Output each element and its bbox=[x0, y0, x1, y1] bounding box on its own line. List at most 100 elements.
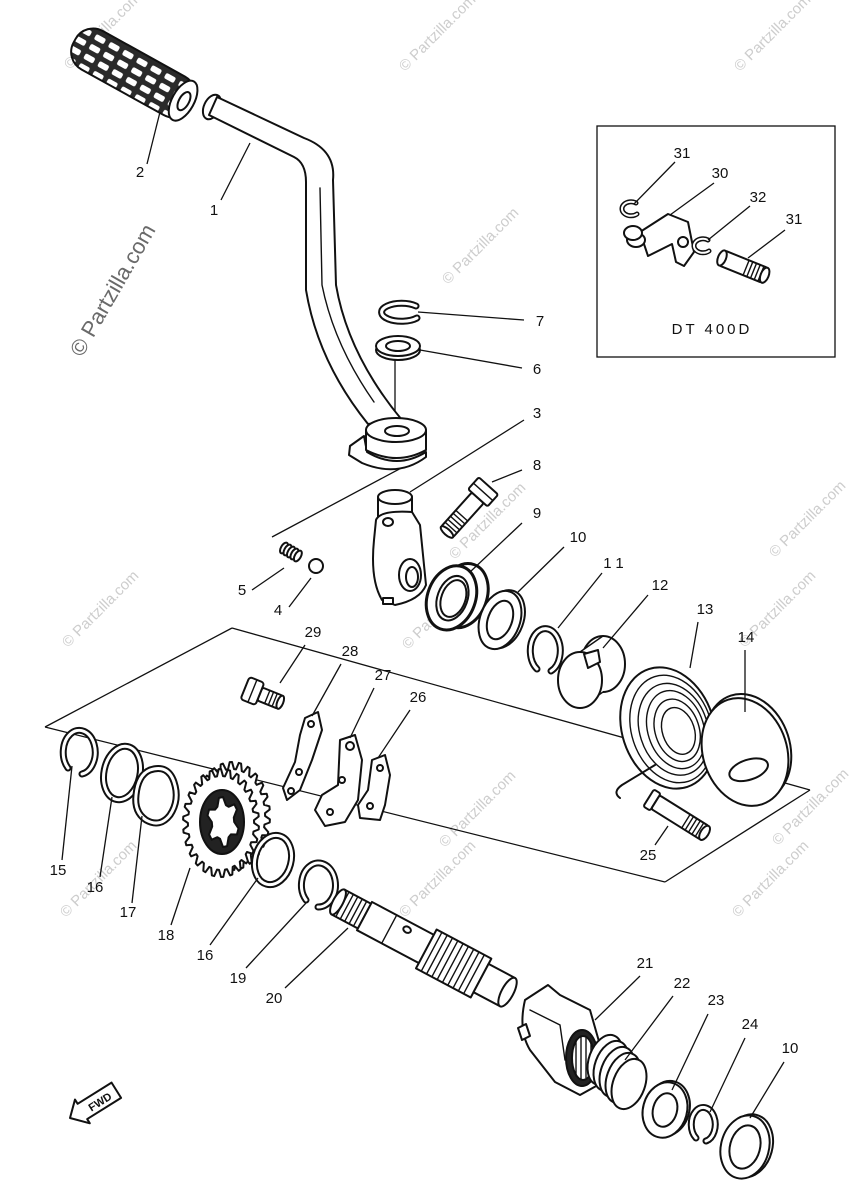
kick-crank bbox=[201, 93, 427, 471]
leader-10 bbox=[517, 546, 565, 593]
callout-9: 9 bbox=[533, 505, 541, 522]
wave-washer-17 bbox=[132, 765, 180, 827]
leader-29 bbox=[279, 644, 306, 684]
watermark: © Partzilla.com bbox=[436, 767, 519, 850]
callout-23: 23 bbox=[708, 992, 725, 1009]
leader-17 bbox=[131, 815, 143, 904]
callout-5: 5 bbox=[238, 582, 246, 599]
leader-7 bbox=[417, 311, 525, 321]
circlip-11 bbox=[526, 625, 564, 675]
leader-15 bbox=[61, 765, 73, 861]
callouts: 2 1 7 6 3 8 9 10 11 12 13 14 5 4 29 28 2… bbox=[50, 164, 799, 1057]
callout-11: 11 bbox=[603, 555, 629, 572]
callout-17: 17 bbox=[120, 904, 137, 921]
watermark: © Partzilla.com bbox=[396, 0, 479, 75]
watermark: © Partzilla.com bbox=[439, 204, 522, 287]
watermark: © Partzilla.com bbox=[59, 567, 142, 650]
ball-4 bbox=[308, 558, 324, 574]
leader-5 bbox=[251, 567, 285, 591]
plate-26 bbox=[357, 754, 391, 821]
callout-4: 4 bbox=[274, 602, 282, 619]
washer-10b bbox=[719, 1113, 775, 1180]
inset-model-label: DT 400D bbox=[672, 321, 753, 338]
watermark: © Partzilla.com bbox=[396, 837, 479, 920]
callout-19: 19 bbox=[230, 970, 247, 987]
callout-27: 27 bbox=[375, 667, 392, 684]
callout-13: 13 bbox=[697, 601, 714, 618]
callout-6: 6 bbox=[533, 361, 541, 378]
leader-10b bbox=[749, 1061, 785, 1119]
pin-25 bbox=[643, 789, 712, 841]
leader-22 bbox=[624, 995, 674, 1061]
spring-hook bbox=[615, 764, 656, 799]
leader-11 bbox=[557, 572, 603, 629]
leader-12 bbox=[602, 594, 649, 649]
inset-callout-31b: 31 bbox=[786, 211, 803, 228]
callout-15: 15 bbox=[50, 862, 67, 879]
leader-18 bbox=[170, 867, 191, 926]
inset-bracket-30 bbox=[623, 213, 695, 267]
washer-23 bbox=[641, 1079, 691, 1139]
inset-circlip-32 bbox=[691, 236, 712, 256]
leader-24 bbox=[709, 1037, 746, 1113]
leader-lines bbox=[61, 111, 785, 1119]
spring-guide-12 bbox=[557, 635, 626, 709]
leader-19 bbox=[245, 902, 307, 969]
leader-28 bbox=[311, 663, 342, 717]
kick-gear-18 bbox=[182, 761, 271, 878]
kick-axle-20 bbox=[329, 888, 518, 1008]
watermark: © Partzilla.com bbox=[729, 837, 812, 920]
kick-axle-3 bbox=[372, 489, 427, 606]
leader-3 bbox=[409, 419, 525, 493]
callout-10b: 10 bbox=[782, 1040, 799, 1057]
leader-16b bbox=[209, 877, 259, 946]
callout-2: 2 bbox=[136, 164, 144, 181]
ring-16b bbox=[250, 831, 296, 889]
inset-leader-32 bbox=[707, 205, 751, 241]
inset-leader-31b bbox=[747, 229, 786, 259]
leader-8 bbox=[491, 469, 523, 483]
grip bbox=[70, 27, 199, 122]
washer-6 bbox=[375, 335, 421, 361]
leader-27 bbox=[349, 687, 375, 739]
inset-dt400d: 31 30 32 31 DT 400D bbox=[596, 125, 836, 358]
inset-callout-31: 31 bbox=[674, 145, 691, 162]
washer-10 bbox=[477, 589, 526, 651]
ratchet-21 bbox=[517, 984, 601, 1096]
callout-1: 1 bbox=[210, 202, 218, 219]
callout-8: 8 bbox=[533, 457, 541, 474]
bolt-29 bbox=[240, 676, 286, 710]
inset-callout-32: 32 bbox=[750, 189, 767, 206]
leader-23 bbox=[671, 1013, 709, 1091]
circlip-24 bbox=[687, 1104, 719, 1145]
inset-leader-31 bbox=[633, 161, 676, 205]
callout-26: 26 bbox=[410, 689, 427, 706]
callout-25: 25 bbox=[640, 847, 657, 864]
callout-24: 24 bbox=[742, 1016, 759, 1033]
circlip-19 bbox=[297, 859, 339, 911]
circlip-7 bbox=[378, 299, 421, 325]
callout-28: 28 bbox=[342, 643, 359, 660]
inset-callout-30: 30 bbox=[712, 165, 729, 182]
callout-14: 14 bbox=[738, 629, 755, 646]
callout-16: 16 bbox=[87, 879, 104, 896]
watermark-large: © Partzilla.com bbox=[65, 220, 161, 361]
leader-16 bbox=[99, 796, 113, 878]
leader-13 bbox=[689, 621, 699, 669]
leader-4 bbox=[288, 577, 312, 608]
callout-16b: 16 bbox=[197, 947, 214, 964]
callout-18: 18 bbox=[158, 927, 175, 944]
fwd-arrow: FWD bbox=[69, 1081, 123, 1125]
callout-3: 3 bbox=[533, 405, 541, 422]
leader-25 bbox=[654, 825, 669, 846]
leader-20 bbox=[284, 927, 349, 989]
callout-21: 21 bbox=[637, 955, 654, 972]
plate-27 bbox=[314, 734, 363, 827]
watermark: © Partzilla.com bbox=[766, 477, 849, 560]
oil-seal-9 bbox=[424, 562, 490, 632]
leader-21 bbox=[594, 975, 641, 1021]
washer-14 bbox=[700, 693, 793, 807]
leader-2 bbox=[146, 111, 161, 165]
plate-28 bbox=[282, 711, 323, 801]
callout-10: 10 bbox=[570, 529, 587, 546]
